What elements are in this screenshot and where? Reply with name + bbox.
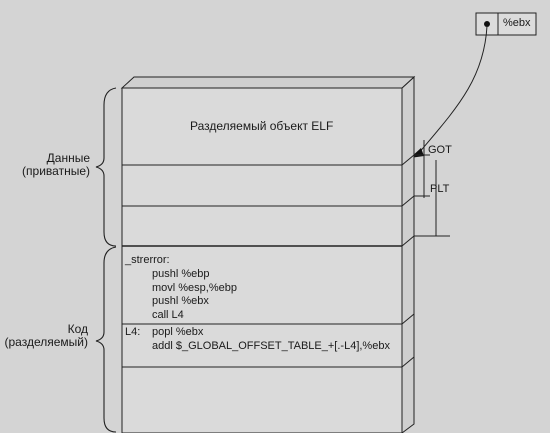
code-line: pushl %ebx [152, 295, 209, 307]
pointer-arrow-curve [417, 25, 488, 155]
side-tick [401, 195, 415, 207]
code-line: movl %esp,%ebp [152, 281, 237, 294]
code-lines-block2: popl %ebx addl $_GLOBAL_OFFSET_TABLE_+[.… [152, 326, 390, 353]
code-line: addl $_GLOBAL_OFFSET_TABLE_+[.-L4],%ebx [152, 339, 390, 352]
side-tick [401, 313, 415, 325]
code-label-line2: (разделяемый) [4, 335, 88, 349]
code-lines-block1: pushl %ebp movl %esp,%ebp pushl %ebx cal… [152, 268, 237, 322]
data-label-line2: (приватные) [22, 164, 90, 178]
code-section-label: Код (разделяемый) [4, 323, 88, 349]
side-tick [401, 356, 415, 368]
code-func-label: _strerror: [125, 254, 170, 266]
code-line: call L4 [152, 308, 184, 321]
segment-side-face [401, 75, 415, 433]
side-tick [401, 235, 415, 247]
register-box [475, 12, 537, 36]
segment-title: Разделяемый объект ELF [190, 119, 334, 133]
data-section-label: Данные (приватные) [10, 152, 90, 178]
register-pointer-dot [484, 21, 490, 27]
register-label: %ebx [503, 17, 531, 29]
code-line: popl %ebx [152, 326, 204, 338]
got-label: GOT [428, 144, 452, 156]
side-tick [401, 154, 415, 166]
code-curly-brace [95, 246, 117, 433]
segment-block [121, 87, 403, 433]
code-l4-label: L4: [125, 326, 141, 338]
data-curly-brace [95, 87, 117, 247]
plt-label: PLT [430, 183, 450, 195]
code-label-line1: Код [67, 322, 88, 336]
segment-top-face [120, 76, 416, 89]
data-label-line1: Данные [46, 151, 90, 165]
code-line: pushl %ebp [152, 268, 210, 280]
